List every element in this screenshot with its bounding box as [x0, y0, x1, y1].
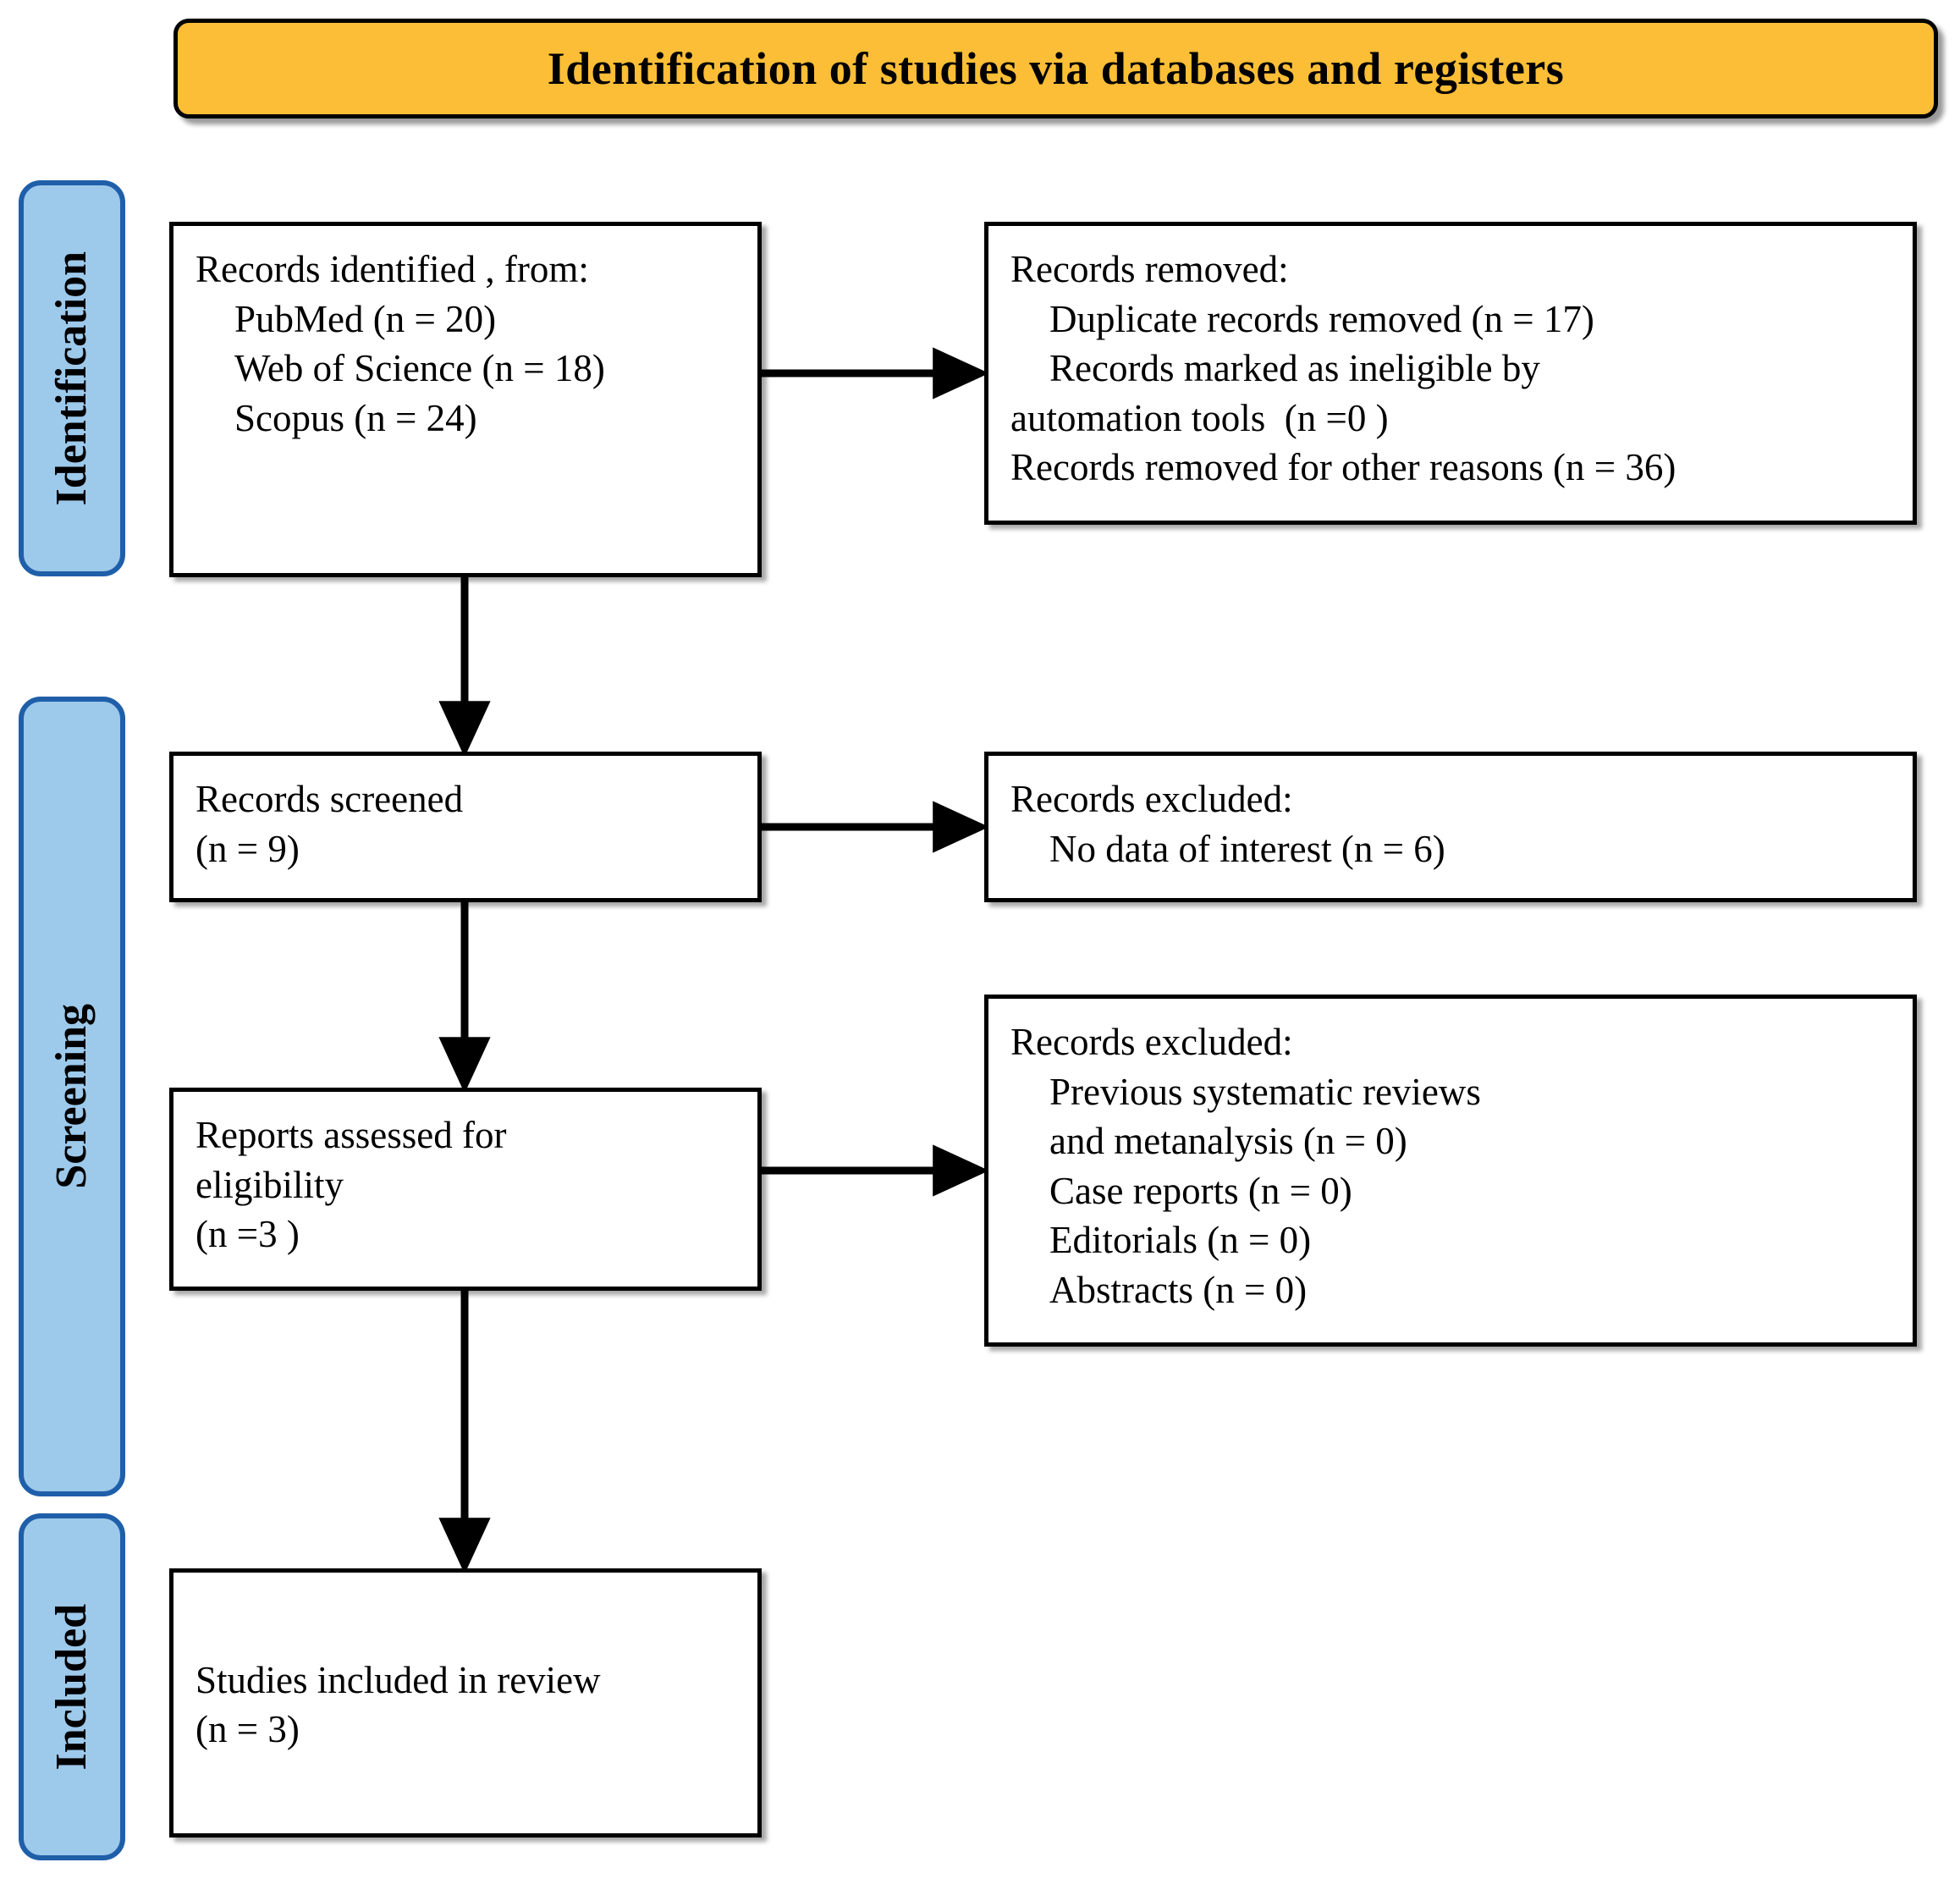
box-line: eligibility	[195, 1163, 344, 1206]
box-records-excluded-screening: Records excluded: No data of interest (n…	[984, 752, 1917, 902]
box-line: automation tools (n =0 )	[1010, 396, 1389, 439]
box-line: Records identified , from:	[195, 248, 589, 290]
box-line: Reports assessed for	[195, 1114, 507, 1156]
box-line: (n =3 )	[195, 1213, 300, 1255]
box-line: and metanalysis (n = 0)	[1049, 1120, 1407, 1162]
box-line: (n = 3)	[195, 1708, 300, 1750]
box-line: Editorials (n = 0)	[1049, 1219, 1312, 1261]
box-studies-included: Studies included in review (n = 3)	[169, 1568, 762, 1838]
box-line: Studies included in review	[195, 1658, 601, 1701]
box-line: Web of Science (n = 18)	[234, 347, 605, 389]
box-records-removed: Records removed: Duplicate records remov…	[984, 222, 1917, 525]
stage-tab-screening: Screening	[19, 697, 125, 1496]
box-line: Records screened	[195, 778, 464, 820]
box-line: Case reports (n = 0)	[1049, 1169, 1352, 1212]
box-line: Records removed:	[1010, 248, 1289, 290]
stage-tab-identification: Identification	[19, 180, 125, 576]
box-line: Records excluded:	[1010, 778, 1293, 820]
stage-tab-identification-label: Identification	[47, 251, 96, 506]
box-records-screened: Records screened (n = 9)	[169, 752, 762, 902]
box-reports-assessed-eligibility: Reports assessed for eligibility (n =3 )	[169, 1088, 762, 1291]
box-line: Records excluded:	[1010, 1021, 1293, 1063]
box-line: Abstracts (n = 0)	[1049, 1268, 1308, 1311]
box-line: PubMed (n = 20)	[234, 297, 497, 340]
box-line: Records removed for other reasons (n = 3…	[1010, 446, 1676, 488]
stage-tab-included-label: Included	[47, 1603, 96, 1771]
box-line: No data of interest (n = 6)	[1049, 827, 1445, 870]
box-line: Records marked as ineligible by	[1049, 347, 1540, 389]
box-line: Scopus (n = 24)	[234, 396, 477, 439]
box-line: Duplicate records removed (n = 17)	[1049, 297, 1594, 340]
diagram-title: Identification of studies via databases …	[547, 43, 1565, 94]
diagram-title-banner: Identification of studies via databases …	[173, 19, 1938, 118]
stage-tab-screening-label: Screening	[47, 1004, 96, 1189]
box-records-excluded-eligibility: Records excluded: Previous systematic re…	[984, 995, 1917, 1347]
box-records-identified: Records identified , from: PubMed (n = 2…	[169, 222, 762, 577]
stage-tab-included: Included	[19, 1513, 125, 1860]
box-line: (n = 9)	[195, 827, 300, 870]
box-line: Previous systematic reviews	[1049, 1070, 1481, 1113]
